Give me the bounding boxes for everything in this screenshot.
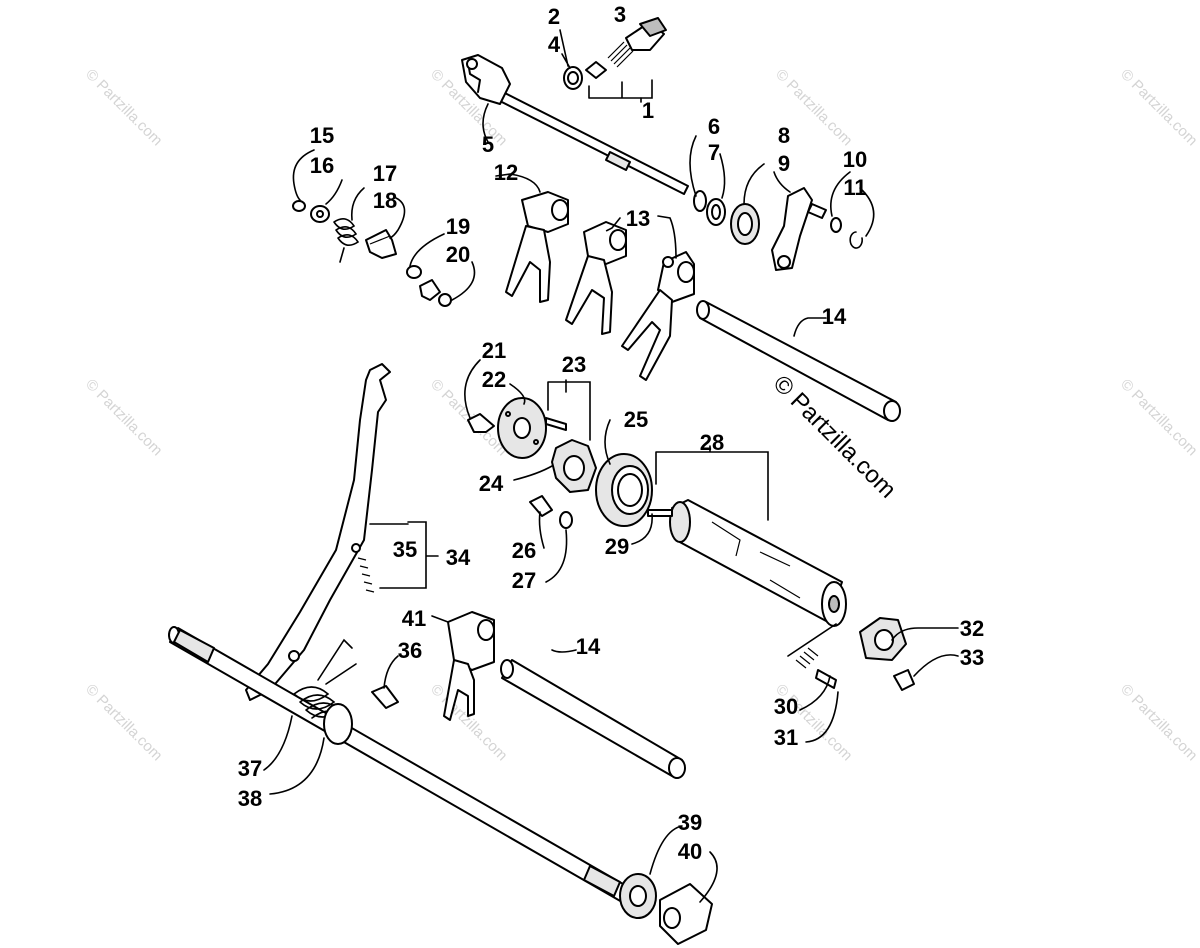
callout-37: 37 (238, 756, 262, 781)
callout-23: 23 (562, 352, 586, 377)
watermark: © Partzilla.com (1117, 376, 1200, 459)
watermark: © Partzilla.com (82, 66, 165, 149)
watermark: © Partzilla.com (1117, 66, 1200, 149)
callout-24: 24 (479, 471, 504, 496)
callout-20: 20 (446, 242, 470, 267)
callout-25: 25 (624, 407, 648, 432)
detent-parts-2-4 (563, 17, 667, 90)
callout-22: 22 (482, 367, 506, 392)
callout-26: 26 (512, 538, 536, 563)
callout-5: 5 (482, 132, 494, 157)
callout-13: 13 (626, 206, 650, 231)
watermark: © Partzilla.com (1117, 681, 1200, 764)
fork-rod-14-top (696, 300, 901, 422)
callout-36: 36 (398, 638, 422, 663)
washers-6-8 (693, 190, 760, 245)
callout-34: 34 (446, 545, 471, 570)
callout-35: 35 (393, 537, 417, 562)
shift-shaft-top (461, 54, 689, 195)
callout-33: 33 (960, 645, 984, 670)
bolt-36 (371, 685, 399, 709)
shift-fork-12 (505, 191, 569, 303)
shift-forks-13 (565, 221, 695, 381)
shift-lever-34 (245, 363, 391, 701)
callout-9: 9 (778, 151, 790, 176)
callout-27: 27 (512, 568, 536, 593)
bearing-39-collar-40 (619, 873, 713, 945)
watermark: © Partzilla.com (82, 376, 165, 459)
callout-41: 41 (402, 606, 426, 631)
shift-drum-cam-32 (859, 617, 915, 691)
detent-assembly-15-20 (292, 200, 452, 307)
bolt-26-washer-27 (529, 495, 573, 529)
shift-fork-41 (443, 611, 495, 721)
leader-lines (263, 29, 959, 903)
cam-star-23 (551, 439, 597, 493)
callout-3: 3 (614, 2, 626, 27)
callout-18: 18 (373, 188, 397, 213)
callout-30: 30 (774, 694, 798, 719)
callout-7: 7 (708, 140, 720, 165)
callout-15: 15 (310, 123, 334, 148)
shift-drum-28 (647, 499, 847, 627)
callout-40: 40 (678, 839, 702, 864)
watermark: © Partzilla.com (82, 681, 165, 764)
callout-10: 10 (843, 147, 867, 172)
callout-16: 16 (310, 153, 334, 178)
shift-arm-9 (771, 187, 827, 271)
callout-labels: 2 3 4 1 5 12 15 16 17 18 19 20 13 6 7 8 … (238, 2, 984, 864)
callout-38: 38 (238, 786, 262, 811)
callout-19: 19 (446, 214, 470, 239)
bearing-25 (595, 453, 653, 527)
callout-8: 8 (778, 123, 790, 148)
callout-2: 2 (548, 4, 560, 29)
callout-1: 1 (642, 98, 654, 123)
callout-4: 4 (548, 32, 561, 57)
callout-32: 32 (960, 616, 984, 641)
callout-17: 17 (373, 161, 397, 186)
callout-39: 39 (678, 810, 702, 835)
fork-rod-14-bottom (500, 659, 686, 779)
callout-31: 31 (774, 725, 798, 750)
stopper-plate-21-24 (467, 397, 567, 459)
callout-12: 12 (494, 160, 518, 185)
clips-10-11 (830, 217, 863, 249)
callout-14-bottom: 14 (576, 634, 601, 659)
callout-11: 11 (843, 175, 866, 200)
callout-29: 29 (605, 534, 629, 559)
callout-6: 6 (708, 114, 720, 139)
callout-28: 28 (700, 430, 724, 455)
callout-21: 21 (482, 338, 506, 363)
callout-14: 14 (822, 304, 847, 329)
spring-30-pin-31 (795, 647, 837, 689)
